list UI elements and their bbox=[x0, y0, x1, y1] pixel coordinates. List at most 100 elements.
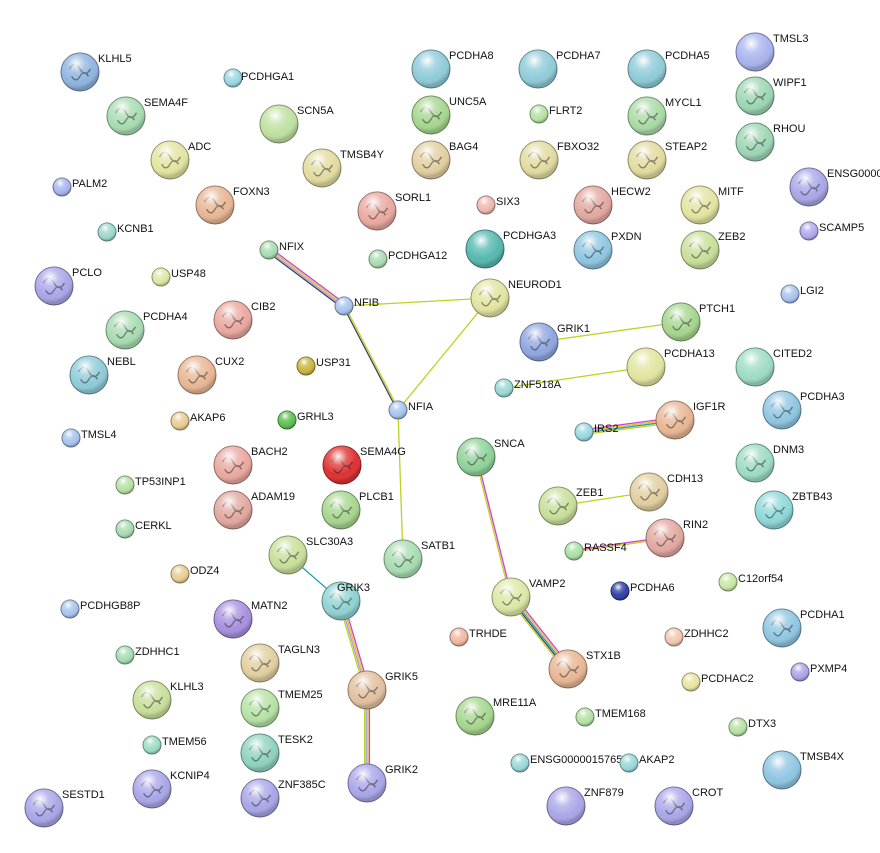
node-bach2[interactable]: BACH2 bbox=[213, 445, 288, 485]
node-irs2[interactable]: IRS2 bbox=[574, 422, 618, 442]
node-satb1[interactable]: SATB1 bbox=[383, 539, 455, 579]
node-mycl1[interactable]: MYCL1 bbox=[627, 96, 702, 136]
node-slc30a3[interactable]: SLC30A3 bbox=[268, 535, 353, 575]
node-tmsl4[interactable]: TMSL4 bbox=[61, 428, 116, 448]
node-tmsl3[interactable]: TMSL3 bbox=[735, 32, 808, 72]
node-tmem56[interactable]: TMEM56 bbox=[142, 735, 207, 755]
node-tmsb4y[interactable]: TMSB4Y bbox=[302, 148, 385, 188]
node-crot[interactable]: CROT bbox=[654, 786, 723, 826]
node-matn2[interactable]: MATN2 bbox=[213, 599, 287, 639]
node-znf879[interactable]: ZNF879 bbox=[546, 786, 624, 826]
node-cited2[interactable]: CITED2 bbox=[735, 347, 812, 387]
node-usp31[interactable]: USP31 bbox=[296, 356, 351, 376]
node-zeb2[interactable]: ZEB2 bbox=[680, 230, 746, 270]
node-pxmp4[interactable]: PXMP4 bbox=[790, 662, 847, 682]
node-lgi2[interactable]: LGI2 bbox=[780, 284, 824, 304]
node-dnm3[interactable]: DNM3 bbox=[735, 443, 804, 483]
node-igf1r[interactable]: IGF1R bbox=[655, 400, 725, 440]
node-wipf1[interactable]: WIPF1 bbox=[735, 76, 807, 116]
node-ensg00000[interactable]: ENSG00000 bbox=[789, 167, 880, 207]
node-klhl3[interactable]: KLHL3 bbox=[132, 680, 204, 720]
node-pcdha6[interactable]: PCDHA6 bbox=[610, 581, 675, 601]
node-akap2[interactable]: AKAP2 bbox=[619, 753, 674, 773]
node-sema4g[interactable]: SEMA4G bbox=[322, 445, 406, 485]
node-tesk2[interactable]: TESK2 bbox=[240, 733, 313, 773]
node-klhl5[interactable]: KLHL5 bbox=[60, 52, 132, 92]
node-sorl1[interactable]: SORL1 bbox=[357, 191, 431, 231]
edge-NFIA-SATB1[interactable] bbox=[397, 409, 404, 560]
node-ensg00000157654[interactable]: ENSG00000157654 bbox=[510, 753, 628, 773]
node-steap2[interactable]: STEAP2 bbox=[627, 140, 707, 180]
node-ptch1[interactable]: PTCH1 bbox=[661, 302, 735, 342]
node-fbxo32[interactable]: FBXO32 bbox=[519, 140, 599, 180]
node-pcdha7[interactable]: PCDHA7 bbox=[518, 49, 601, 89]
node-rhou[interactable]: RHOU bbox=[735, 122, 805, 162]
node-hecw2[interactable]: HECW2 bbox=[573, 185, 651, 225]
node-tp53inp1[interactable]: TP53INP1 bbox=[115, 475, 186, 495]
edge-GRIK1-PTCH1[interactable] bbox=[538, 321, 682, 343]
node-trhde[interactable]: TRHDE bbox=[449, 627, 507, 647]
node-sema4f[interactable]: SEMA4F bbox=[106, 96, 188, 136]
node-flrt2[interactable]: FLRT2 bbox=[529, 104, 582, 124]
edge-ZNF518A-PCDHA13[interactable] bbox=[503, 366, 647, 389]
edge-NFIB-NFIA[interactable] bbox=[342, 305, 400, 411]
node-rassf4[interactable]: RASSF4 bbox=[564, 541, 627, 561]
node-kcnb1[interactable]: KCNB1 bbox=[97, 222, 154, 242]
node-vamp2[interactable]: VAMP2 bbox=[491, 577, 565, 617]
node-c12orf54[interactable]: C12orf54 bbox=[718, 572, 783, 592]
node-zdhhc1[interactable]: ZDHHC1 bbox=[115, 645, 180, 665]
node-grik2[interactable]: GRIK2 bbox=[347, 763, 418, 803]
node-cerkl[interactable]: CERKL bbox=[115, 519, 172, 539]
node-znf385c[interactable]: ZNF385C bbox=[240, 778, 326, 818]
node-pcdha4[interactable]: PCDHA4 bbox=[105, 310, 188, 350]
node-bag4[interactable]: BAG4 bbox=[411, 140, 478, 180]
node-unc5a[interactable]: UNC5A bbox=[411, 95, 487, 135]
node-pcdha3[interactable]: PCDHA3 bbox=[762, 390, 845, 430]
node-cdh13[interactable]: CDH13 bbox=[629, 472, 703, 512]
node-pcdhga1[interactable]: PCDHGA1 bbox=[223, 68, 294, 88]
node-pxdn[interactable]: PXDN bbox=[573, 230, 642, 270]
edge-SNCA-VAMP2[interactable] bbox=[474, 456, 513, 598]
node-neurod1[interactable]: NEUROD1 bbox=[470, 278, 562, 318]
node-nebl[interactable]: NEBL bbox=[69, 355, 136, 395]
node-foxn3[interactable]: FOXN3 bbox=[195, 185, 270, 225]
node-pcdha1[interactable]: PCDHA1 bbox=[762, 608, 845, 648]
node-grik5[interactable]: GRIK5 bbox=[347, 670, 418, 710]
node-pclo[interactable]: PCLO bbox=[34, 266, 102, 306]
node-pcdhgb8p[interactable]: PCDHGB8P bbox=[60, 599, 141, 619]
node-zdhhc2[interactable]: ZDHHC2 bbox=[664, 627, 729, 647]
node-adam19[interactable]: ADAM19 bbox=[213, 490, 295, 530]
node-grik3[interactable]: GRIK3 bbox=[321, 581, 370, 621]
node-mre11a[interactable]: MRE11A bbox=[455, 696, 537, 736]
node-stx1b[interactable]: STX1B bbox=[548, 649, 621, 689]
node-palm2[interactable]: PALM2 bbox=[52, 177, 107, 197]
node-sestd1[interactable]: SESTD1 bbox=[24, 788, 105, 828]
node-pcdha13[interactable]: PCDHA13 bbox=[626, 347, 715, 387]
node-scn5a[interactable]: SCN5A bbox=[259, 104, 334, 144]
node-tmem25[interactable]: TMEM25 bbox=[240, 688, 323, 728]
node-cib2[interactable]: CIB2 bbox=[213, 300, 275, 340]
node-nfib[interactable]: NFIB bbox=[334, 296, 379, 316]
node-dtx3[interactable]: DTX3 bbox=[728, 717, 776, 737]
node-pcdhga12[interactable]: PCDHGA12 bbox=[368, 249, 447, 269]
node-odz4[interactable]: ODZ4 bbox=[170, 564, 219, 584]
node-tmem168[interactable]: TMEM168 bbox=[575, 707, 646, 727]
edge-NFIX-NFIB[interactable] bbox=[267, 247, 346, 309]
node-nfix[interactable]: NFIX bbox=[259, 240, 305, 260]
node-pcdha8[interactable]: PCDHA8 bbox=[411, 49, 494, 89]
node-nfia[interactable]: NFIA bbox=[388, 400, 434, 420]
node-kcnip4[interactable]: KCNIP4 bbox=[132, 769, 210, 809]
edge-NEUROD1-NFIA[interactable] bbox=[397, 297, 491, 411]
node-scamp5[interactable]: SCAMP5 bbox=[799, 221, 864, 241]
node-grik1[interactable]: GRIK1 bbox=[519, 322, 590, 362]
node-tmsb4x[interactable]: TMSB4X bbox=[762, 750, 845, 790]
node-usp48[interactable]: USP48 bbox=[151, 267, 206, 287]
node-mitf[interactable]: MITF bbox=[680, 185, 744, 225]
edge-NFIB-NEUROD1[interactable] bbox=[343, 297, 491, 307]
node-grhl3[interactable]: GRHL3 bbox=[277, 410, 334, 430]
node-znf518a[interactable]: ZNF518A bbox=[494, 378, 562, 398]
node-adc[interactable]: ADC bbox=[150, 140, 211, 180]
node-plcb1[interactable]: PLCB1 bbox=[321, 490, 394, 530]
node-tagln3[interactable]: TAGLN3 bbox=[240, 643, 320, 683]
node-rin2[interactable]: RIN2 bbox=[645, 518, 708, 558]
